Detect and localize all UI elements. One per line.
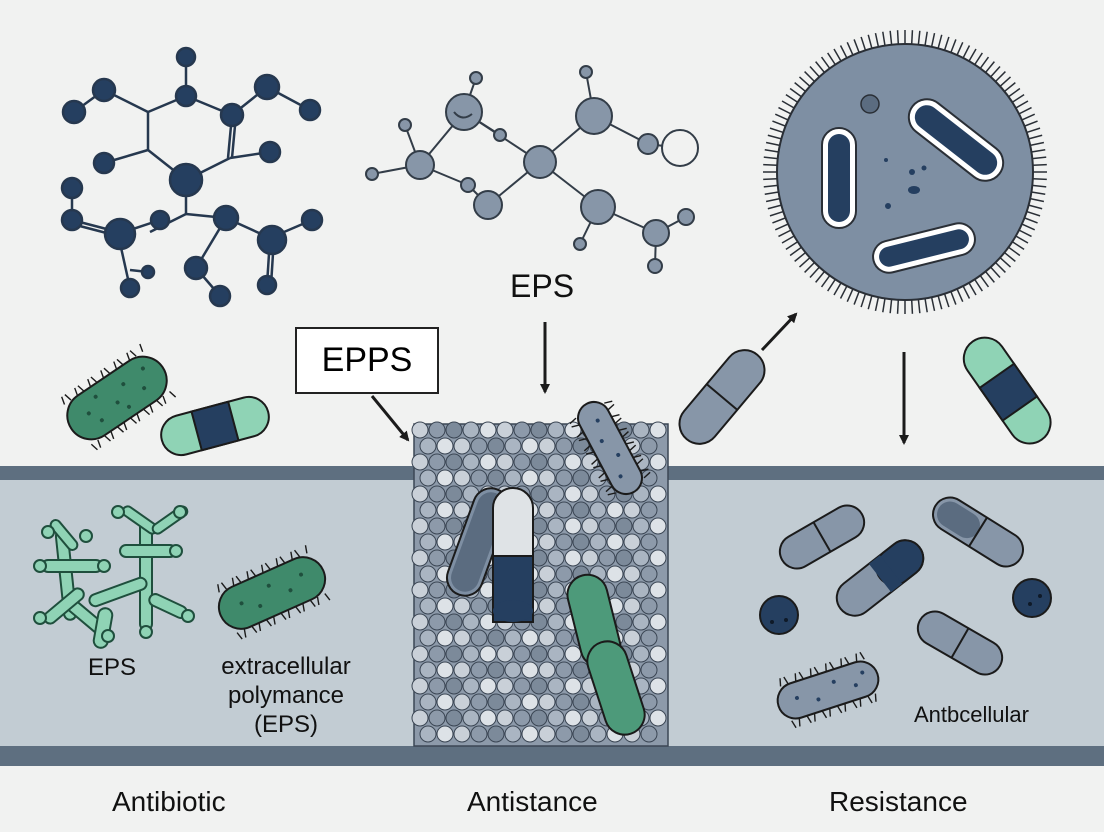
pill-capsule-grey-top — [678, 349, 766, 445]
pill-band-4 — [916, 610, 1004, 676]
molecule-grey-center — [365, 65, 699, 274]
eps-left-label: EPS — [88, 654, 137, 681]
antbcellular-label: Antbcellular — [914, 702, 1029, 727]
extracellular-line-3: (EPS) — [253, 711, 318, 738]
green-bacterium-top — [61, 343, 177, 451]
green-bacterium-band — [217, 545, 331, 640]
inner-bacterium — [821, 127, 857, 229]
extracellular-line-1: extracellular — [221, 653, 351, 680]
pill-band-2 — [932, 496, 1024, 568]
pill-band-1 — [778, 504, 866, 570]
eps-network — [33, 505, 195, 649]
cell-with-bacteria — [763, 30, 1047, 314]
spore-right — [1012, 578, 1052, 618]
pill-biofilm-vertical — [492, 487, 534, 623]
grey-bacterium-biofilm-top — [569, 400, 651, 496]
footer-antistance: Antistance — [467, 786, 598, 817]
molecule-dark-left — [60, 46, 324, 308]
spore-left — [759, 595, 799, 635]
eps-top-label: EPS — [510, 268, 575, 304]
footer-antibiotic: Antibiotic — [112, 786, 226, 817]
arrow-epps — [370, 395, 410, 442]
footer-resistance: Resistance — [829, 786, 968, 817]
extracellular-line-2: polymance — [227, 682, 345, 709]
pill-capsule-left — [160, 395, 270, 457]
inner-bacterium — [872, 222, 976, 274]
extracellular-label: extracellular polymance (EPS) — [186, 652, 386, 739]
pill-band-3 — [835, 539, 925, 617]
grey-bacterium-band — [776, 651, 880, 729]
epps-box-label: EPPS — [295, 327, 439, 394]
green-bacterium-biofilm — [566, 573, 646, 736]
inner-bacterium — [907, 98, 1005, 182]
arrow-to-cell — [760, 312, 798, 352]
pill-capsule-green-right — [962, 336, 1052, 445]
